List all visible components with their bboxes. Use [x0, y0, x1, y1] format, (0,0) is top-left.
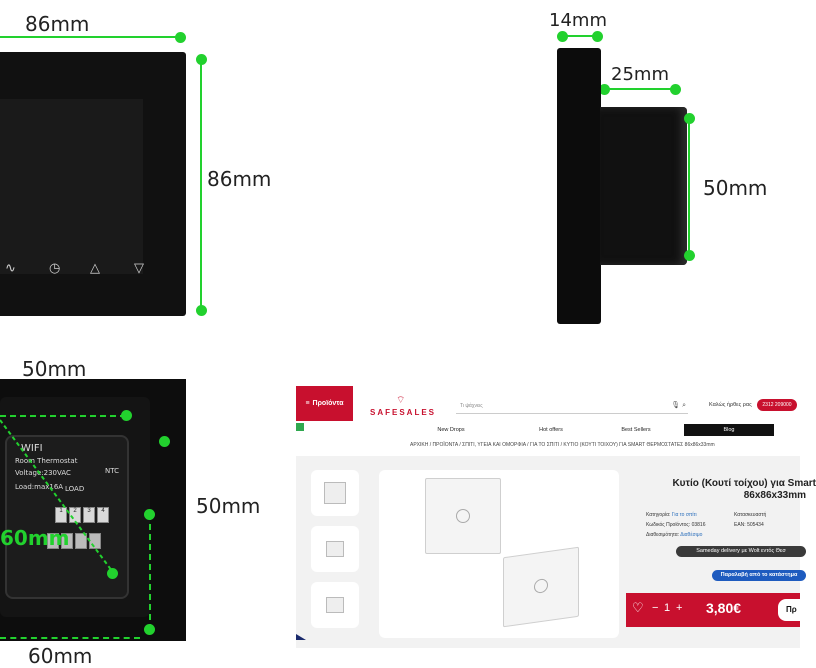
clock-icon: ◷	[49, 260, 61, 275]
dimension-marker	[557, 31, 568, 42]
dimension-marker	[684, 113, 695, 124]
products-menu-button[interactable]: ≡ Προϊόντα	[296, 386, 353, 421]
gallery-thumbnail[interactable]	[311, 582, 359, 628]
dimension-marker	[196, 305, 207, 316]
buy-button[interactable]: Πρ	[778, 599, 816, 621]
back-label-line3: Load:max16A	[15, 483, 64, 491]
sameday-delivery-badge[interactable]: Sameday delivery με Wolt εντός Θεσ	[676, 546, 806, 557]
ean-row: ΕΑΝ: 505434	[734, 522, 764, 528]
category-link[interactable]: Για το σπίτι	[671, 512, 697, 518]
store-screenshot: ≡ Προϊόντα ⌔ SAFESALES Τι ψάχνεις 🎙 ⌕ Κα…	[296, 386, 816, 648]
back-diagonal-line	[0, 419, 116, 576]
terminal: 1	[55, 507, 67, 523]
terminal: 3	[83, 507, 95, 523]
manufacturer-label: Κατασκευαστή	[734, 512, 767, 518]
wifi-logo-icon: ⌔	[396, 395, 406, 406]
wall-box-angled	[503, 546, 579, 628]
terminal	[75, 533, 87, 549]
product-title: Κυτίο (Κουτί τοίχου) για Smart 86x86x33m…	[672, 478, 816, 501]
products-menu-label: Προϊόντα	[312, 400, 344, 407]
product-price: 3,80€	[706, 600, 742, 616]
dimension-marker	[592, 31, 603, 42]
back-housing: WIFI Room Thermostat Voltage:230VAC Load…	[0, 397, 150, 617]
up-arrow-icon: △	[90, 260, 100, 275]
back-label-line2: Voltage:230VAC	[15, 469, 71, 477]
terminal: 4	[97, 507, 109, 523]
thermostat-front: ∿ ◷ △ ▽	[0, 52, 186, 316]
side-height-label: 50mm	[703, 176, 768, 200]
dimension-marker	[159, 436, 170, 447]
check-icon	[296, 423, 304, 431]
side-height-line	[688, 118, 690, 256]
dimension-marker	[670, 84, 681, 95]
qty-value[interactable]: 1	[664, 602, 671, 614]
price-bar: ♡ − 1 + 3,80€ Πρ	[626, 593, 816, 627]
search-placeholder: Τι ψάχνεις	[460, 403, 483, 409]
menu-icon: ≡	[305, 400, 310, 407]
nav-blog[interactable]: Blog	[684, 424, 774, 436]
product-main-image[interactable]	[379, 470, 619, 638]
back-width-label: 50mm	[22, 357, 87, 381]
back-bottom-line	[0, 637, 140, 639]
front-width-line	[0, 36, 180, 38]
back-label-load: LOAD	[65, 485, 85, 493]
terminal	[47, 533, 59, 549]
back-label-ntc: NTC	[105, 467, 119, 475]
nav-new-drops[interactable]: New Drops	[437, 427, 465, 433]
availability-status: Διαθέσιμο	[680, 532, 703, 538]
dimension-marker	[599, 84, 610, 95]
thermostat-side-panel	[557, 48, 601, 324]
dimension-marker	[175, 32, 186, 43]
availability-row: Διαθεσιμότητα: Διαθέσιμο	[646, 532, 703, 538]
qty-minus-button[interactable]: −	[652, 602, 659, 614]
product-gallery	[296, 456, 626, 648]
power-icon: ∿	[5, 260, 16, 275]
dimension-marker	[144, 624, 155, 635]
front-height-label: 86mm	[207, 167, 272, 191]
back-height-line	[149, 514, 151, 630]
nav-hot-offers[interactable]: Hot offers	[539, 427, 563, 433]
back-label-line1: Room Thermostat	[15, 457, 78, 465]
store-logo[interactable]: SAFESALES	[370, 408, 437, 417]
gallery-thumbnail[interactable]	[311, 470, 359, 516]
terminal	[61, 533, 73, 549]
side-body-depth-line	[604, 88, 675, 90]
thermostat-side-body	[600, 107, 687, 265]
back-width-line	[0, 415, 126, 417]
back-diagonal-label: 60mm	[0, 526, 70, 550]
search-input[interactable]: Τι ψάχνεις 🎙 ⌕	[456, 399, 688, 414]
code-row: Κωδικός Προϊόντος: 03816	[646, 522, 706, 528]
thermostat-back: WIFI Room Thermostat Voltage:230VAC Load…	[0, 379, 186, 641]
corner-decoration	[296, 634, 306, 640]
thermostat-screen	[0, 99, 143, 274]
welcome-text[interactable]: Καλώς ήρθες ρας	[709, 402, 752, 408]
back-bottom-label: 60mm	[28, 644, 93, 668]
down-arrow-icon: ▽	[134, 260, 144, 275]
back-height-label: 50mm	[196, 494, 261, 518]
front-height-line	[200, 59, 202, 311]
wall-box-front	[425, 478, 501, 554]
store-pickup-badge[interactable]: Παραλαβή από το κατάστημα	[712, 570, 806, 581]
search-icon[interactable]: 🎙 ⌕	[671, 402, 686, 409]
qty-plus-button[interactable]: +	[676, 602, 683, 614]
dimension-marker	[196, 54, 207, 65]
dimension-marker	[144, 509, 155, 520]
nav-best-sellers[interactable]: Best Sellers	[621, 427, 651, 433]
gallery-thumbnail[interactable]	[311, 526, 359, 572]
heart-icon[interactable]: ♡	[632, 600, 644, 615]
side-total-depth-label: 14mm	[549, 10, 607, 31]
category-row: Κατηγορία: Για το σπίτι	[646, 512, 697, 518]
breadcrumb[interactable]: ΑΡΧΙΚΗ / ΠΡΟΪΟΝΤΑ / ΣΠΙΤΙ, ΥΓΕΙΑ ΚΑΙ ΟΜΟ…	[410, 442, 715, 448]
dimension-marker	[684, 250, 695, 261]
phone-button[interactable]: 2312 209000	[757, 399, 797, 411]
dimension-marker	[107, 568, 118, 579]
front-width-label: 86mm	[25, 12, 90, 36]
back-label-title: WIFI	[21, 443, 43, 454]
dimension-marker	[121, 410, 132, 421]
side-body-depth-label: 25mm	[611, 64, 669, 85]
side-total-depth-line	[562, 35, 598, 37]
